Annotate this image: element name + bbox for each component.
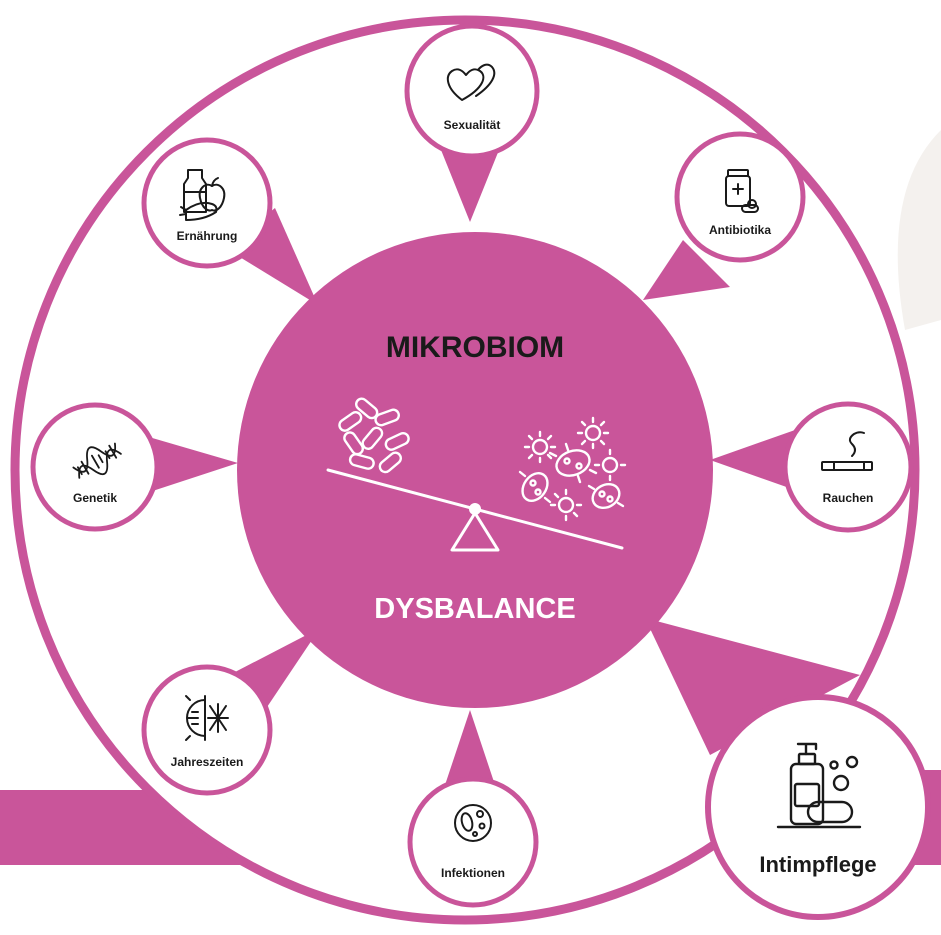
dna-icon: [72, 442, 122, 479]
soap-dispenser-icon: [776, 742, 862, 829]
center-circle: MIKROBIOM DYSBALANCE: [237, 232, 713, 708]
factor-label-genetik: Genetik: [73, 491, 117, 505]
factor-rauchen[interactable]: Rauchen: [782, 401, 914, 533]
factor-intimpflege[interactable]: Intimpflege: [705, 694, 931, 920]
factor-label-intimpflege: Intimpflege: [759, 852, 876, 877]
factor-ernaehrung[interactable]: Ernährung: [141, 137, 273, 269]
harmful-bacteria-icon: [518, 416, 627, 522]
arrow-infektionen: [440, 710, 500, 800]
seesaw-icon: [326, 468, 624, 552]
good-bacteria-icon: [338, 397, 410, 474]
food-icon: [179, 169, 226, 221]
factor-label-antibiotika: Antibiotika: [709, 223, 771, 237]
sun-snowflake-icon: [185, 695, 229, 741]
factor-antibiotika[interactable]: Antibiotika: [674, 131, 806, 263]
center-title: MIKROBIOM: [386, 331, 564, 364]
center-subtitle: DYSBALANCE: [374, 593, 575, 625]
factor-label-jahreszeiten: Jahreszeiten: [171, 755, 244, 769]
bacteria-cell-icon: [454, 804, 492, 842]
factor-jahreszeiten[interactable]: Jahreszeiten: [141, 664, 273, 796]
cigarette-icon: [821, 431, 873, 471]
background-window-edge: [897, 130, 941, 330]
factor-infektionen[interactable]: Infektionen: [407, 776, 539, 908]
arrow-intimpflege: [645, 618, 860, 755]
factor-label-infektionen: Infektionen: [441, 866, 505, 880]
arrow-rauchen: [710, 430, 795, 490]
factor-label-rauchen: Rauchen: [823, 491, 874, 505]
hearts-icon: [446, 63, 496, 101]
arrow-sexualitaet: [435, 135, 505, 222]
medicine-bottle-icon: [725, 169, 759, 213]
factor-sexualitaet[interactable]: Sexualität: [404, 23, 540, 159]
factor-genetik[interactable]: Genetik: [30, 402, 160, 532]
arrow-antibiotika: [643, 240, 730, 300]
factor-label-ernaehrung: Ernährung: [177, 229, 238, 243]
factor-label-sexualitaet: Sexualität: [444, 118, 501, 132]
